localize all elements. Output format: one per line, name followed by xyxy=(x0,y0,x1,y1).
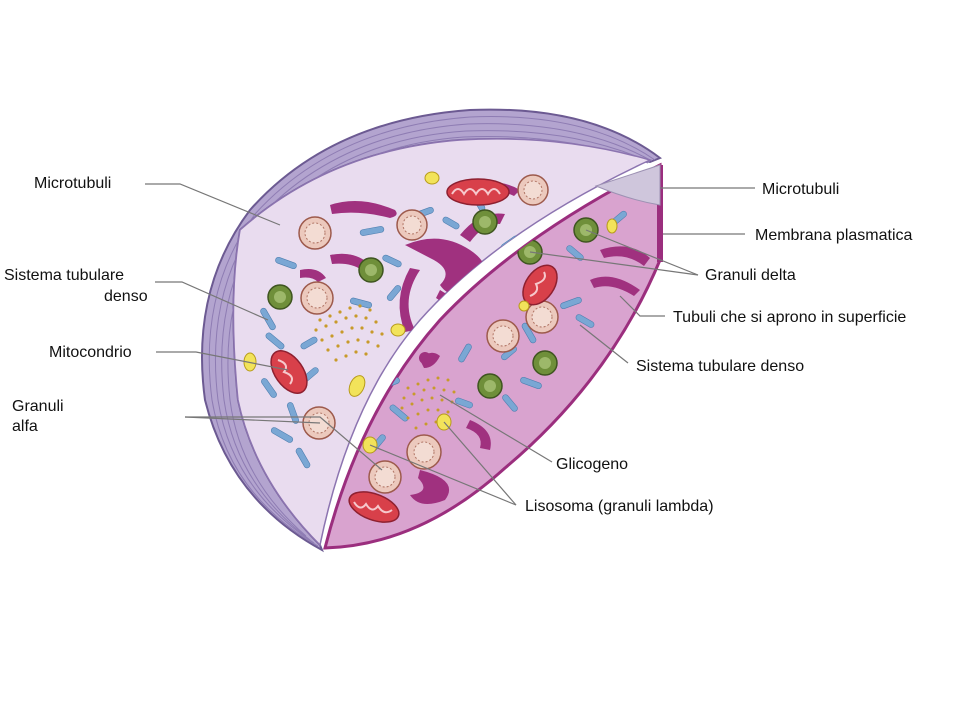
leader-lisosoma-a xyxy=(443,421,517,506)
leader-granuli-delta-a xyxy=(585,229,699,276)
dense-tubular-system xyxy=(260,194,520,469)
label-sistema-tubulare-denso-left-line1: Sistema tubulare xyxy=(4,267,125,284)
alpha-granules-top xyxy=(298,174,549,440)
leader-granuli-alfa-b xyxy=(184,416,321,424)
leader-tubuli-superficie xyxy=(619,295,665,317)
alpha-granule xyxy=(300,281,334,315)
leader-granuli-alfa-a xyxy=(185,416,383,471)
label-tubuli-superficie: Tubuli che si aprono in superficie xyxy=(673,309,907,326)
glycogen-cut xyxy=(400,376,456,430)
leader-lisosoma-b xyxy=(369,444,517,506)
delta-granules-top xyxy=(267,209,498,310)
leader-granuli-delta-b xyxy=(529,251,699,276)
mitochondrion xyxy=(522,264,558,306)
leader-glicogeno xyxy=(439,394,553,463)
mitochondria-top xyxy=(270,178,510,394)
label-granuli-alfa-line2: alfa xyxy=(12,418,38,435)
glycogen-particles xyxy=(314,304,384,362)
leader-sistema-tubulare-left xyxy=(155,281,269,321)
mitochondrion xyxy=(270,350,308,394)
alpha-granule xyxy=(406,434,442,470)
leader-sistema-tubulare-right xyxy=(579,324,629,364)
lysosomes-cut xyxy=(362,218,618,454)
alpha-granule xyxy=(517,174,549,206)
label-granuli-delta: Granuli delta xyxy=(705,267,796,284)
alpha-granule xyxy=(368,460,402,494)
label-lisosoma: Lisosoma (granuli lambda) xyxy=(525,498,714,515)
label-membrana-plasmatica: Membrana plasmatica xyxy=(755,227,913,244)
mitochondrion xyxy=(446,178,510,206)
label-microtubuli-right: Microtubuli xyxy=(762,181,840,198)
mitochondrion xyxy=(348,491,400,523)
leader-lines xyxy=(145,183,755,506)
dense-tubular-cut xyxy=(370,210,627,452)
label-microtubuli-left: Microtubuli xyxy=(34,175,112,192)
alpha-granule xyxy=(525,300,559,334)
delta-granule xyxy=(267,284,293,310)
label-sistema-tubulare-denso-left-line2: denso xyxy=(104,288,148,305)
cytoplasm xyxy=(232,138,653,547)
label-granuli-alfa-line1: Granuli xyxy=(12,398,64,415)
alpha-granule xyxy=(486,319,520,353)
alpha-granule xyxy=(396,209,428,241)
label-mitocondrio: Mitocondrio xyxy=(49,344,132,361)
alpha-granule xyxy=(298,216,332,250)
label-sistema-tubulare-denso-right: Sistema tubulare denso xyxy=(636,358,805,375)
mitochondria-cut xyxy=(348,264,558,523)
delta-granule xyxy=(532,350,558,376)
delta-granule xyxy=(477,373,503,399)
delta-granule xyxy=(472,209,498,235)
leader-mitocondrio xyxy=(156,351,289,371)
delta-granule xyxy=(358,257,384,283)
leader-microtubuli-left xyxy=(145,183,281,226)
label-glicogeno: Glicogeno xyxy=(556,456,629,473)
rim-microtubule-band xyxy=(594,164,661,206)
